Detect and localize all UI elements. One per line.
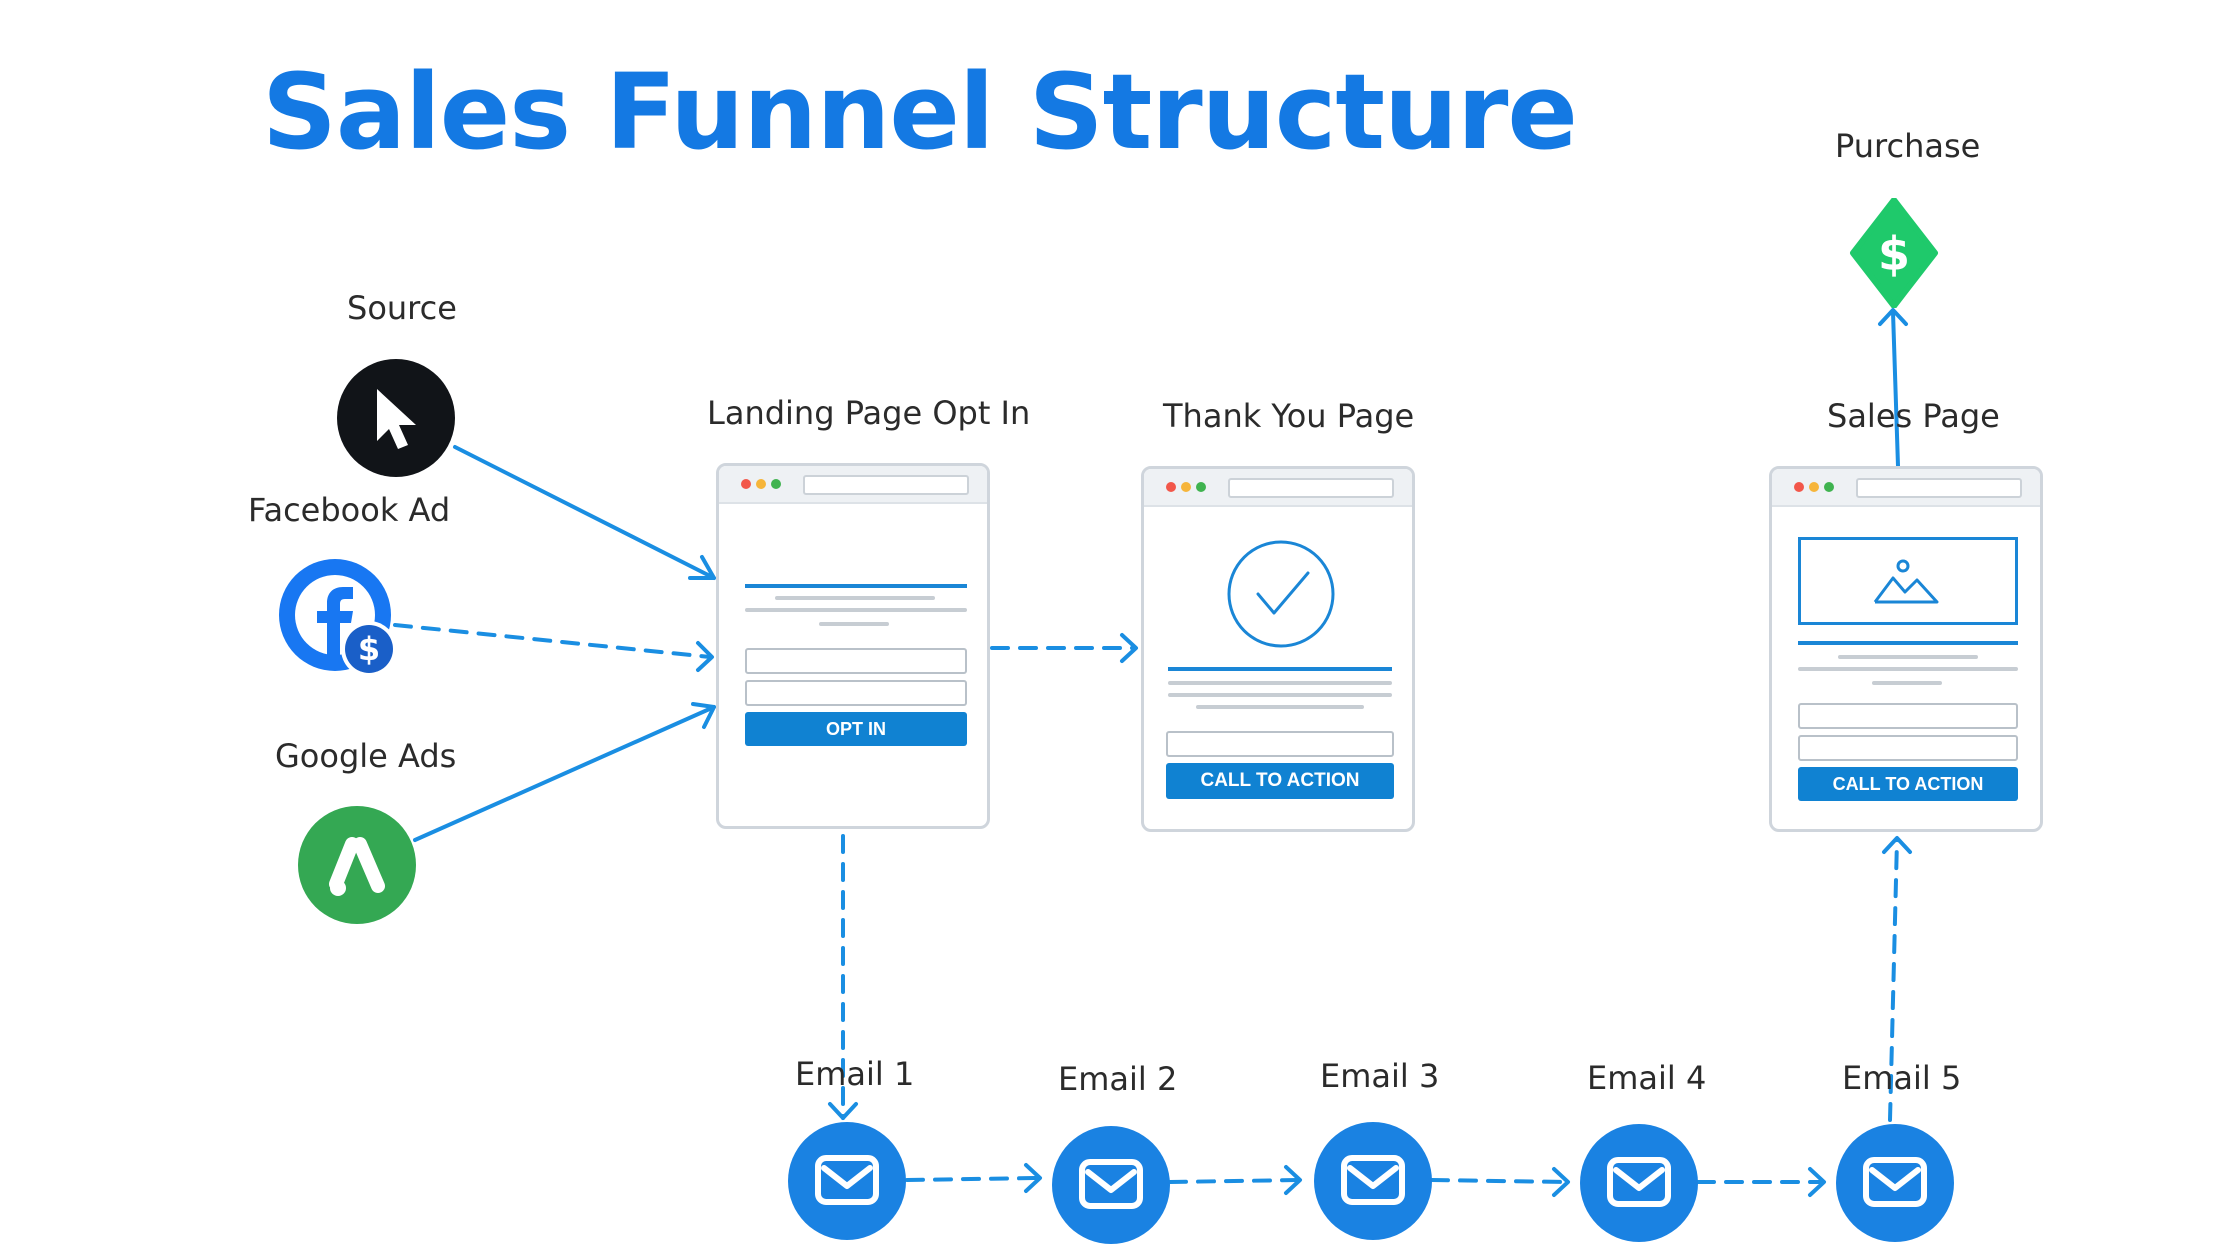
email-2-label: Email 2	[1058, 1060, 1178, 1098]
thank-you-page-browser: CALL TO ACTION	[1141, 466, 1415, 832]
arrow-email5-to-sales	[1888, 838, 1899, 1122]
sales-input-1[interactable]	[1798, 703, 2018, 729]
thank-you-cta-button[interactable]: CALL TO ACTION	[1166, 763, 1394, 799]
arrow-facebook-to-landing	[393, 623, 712, 659]
email-5-node[interactable]	[1836, 1124, 1954, 1242]
google-ads-node[interactable]	[298, 806, 416, 924]
dollar-diamond-icon: $	[1850, 197, 1938, 309]
opt-in-button[interactable]: OPT IN	[745, 712, 967, 746]
arrow-google-to-landing	[413, 705, 716, 842]
email-4-node[interactable]	[1580, 1124, 1698, 1242]
google-ads-icon	[329, 837, 385, 896]
google-ads-label: Google Ads	[275, 737, 457, 775]
envelope-icon	[1863, 1157, 1927, 1207]
envelope-icon	[815, 1155, 879, 1205]
email-4-label: Email 4	[1587, 1059, 1707, 1097]
cursor-icon	[377, 389, 416, 449]
sales-input-2[interactable]	[1798, 735, 2018, 761]
arrow-email2-to-email3	[1168, 1178, 1300, 1184]
arrow-sales-to-purchase	[1891, 310, 1900, 468]
email-3-node[interactable]	[1314, 1122, 1432, 1240]
landing-input-2[interactable]	[745, 680, 967, 706]
sales-page-label: Sales Page	[1827, 397, 2000, 435]
email-1-label: Email 1	[795, 1055, 915, 1093]
email-2-node[interactable]	[1052, 1126, 1170, 1244]
envelope-icon	[1607, 1157, 1671, 1207]
arrow-email3-to-email4	[1430, 1178, 1568, 1184]
envelope-icon	[1341, 1155, 1405, 1205]
landing-page-label: Landing Page Opt In	[707, 394, 1031, 432]
email-3-label: Email 3	[1320, 1057, 1440, 1095]
svg-text:$: $	[1878, 227, 1910, 281]
sales-cta-button[interactable]: CALL TO ACTION	[1798, 767, 2018, 801]
thank-you-page-label: Thank You Page	[1163, 397, 1415, 435]
page-title: Sales Funnel Structure	[262, 51, 1578, 173]
arrow-source-to-landing	[453, 445, 716, 580]
source-header: Source	[347, 289, 457, 327]
facebook-ad-label: Facebook Ad	[248, 491, 451, 529]
landing-page-browser: OPT IN	[716, 463, 990, 829]
image-icon	[1873, 559, 1939, 604]
checkmark-icon	[1227, 540, 1335, 648]
envelope-icon	[1079, 1159, 1143, 1209]
thank-you-input[interactable]	[1166, 731, 1394, 757]
email-1-node[interactable]	[788, 1122, 906, 1240]
purchase-node[interactable]: $	[1849, 197, 1939, 309]
sales-page-browser: CALL TO ACTION	[1769, 466, 2043, 832]
purchase-label: Purchase	[1835, 127, 1981, 165]
email-5-label: Email 5	[1842, 1059, 1962, 1097]
facebook-ad-node[interactable]: $	[279, 559, 399, 679]
hero-image-placeholder	[1798, 537, 2018, 625]
svg-text:$: $	[358, 630, 380, 668]
source-cursor-node[interactable]	[337, 359, 455, 477]
arrow-email1-to-email2	[905, 1176, 1040, 1182]
facebook-dollar-icon: $	[279, 559, 397, 677]
landing-input-1[interactable]	[745, 648, 967, 674]
